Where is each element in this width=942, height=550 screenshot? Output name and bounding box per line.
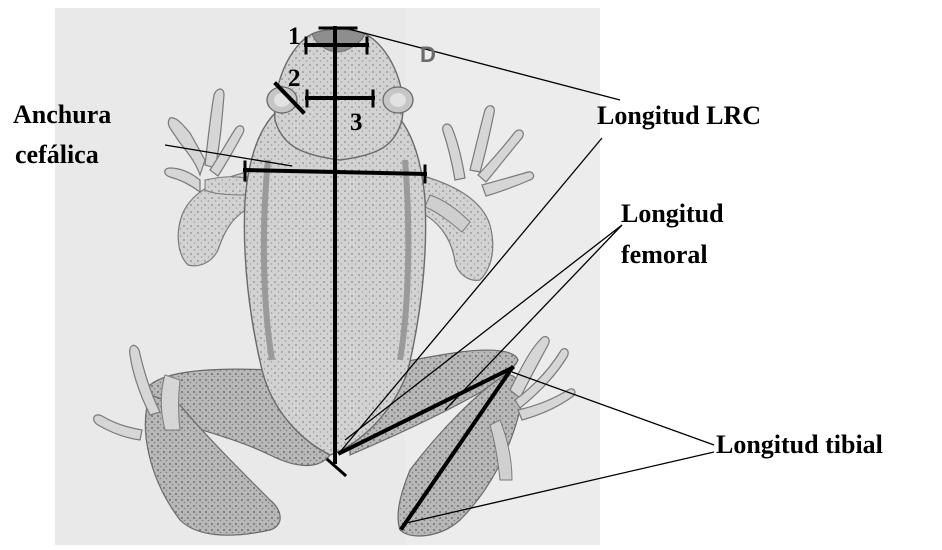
label-longitud-lrc: Longitud LRC [597, 101, 761, 131]
marker-number-1: 1 [288, 24, 301, 50]
marker-number-2: 2 [288, 66, 301, 92]
label-longitud-femoral-line1: Longitud [621, 199, 724, 229]
label-anchura-line2: cefálica [15, 140, 99, 170]
label-longitud-tibial: Longitud tibial [716, 430, 883, 460]
marker-d: D [420, 42, 436, 68]
label-longitud-femoral-line2: femoral [621, 240, 708, 270]
label-anchura-line1: Anchura [13, 100, 111, 130]
marker-number-3: 3 [350, 110, 363, 136]
